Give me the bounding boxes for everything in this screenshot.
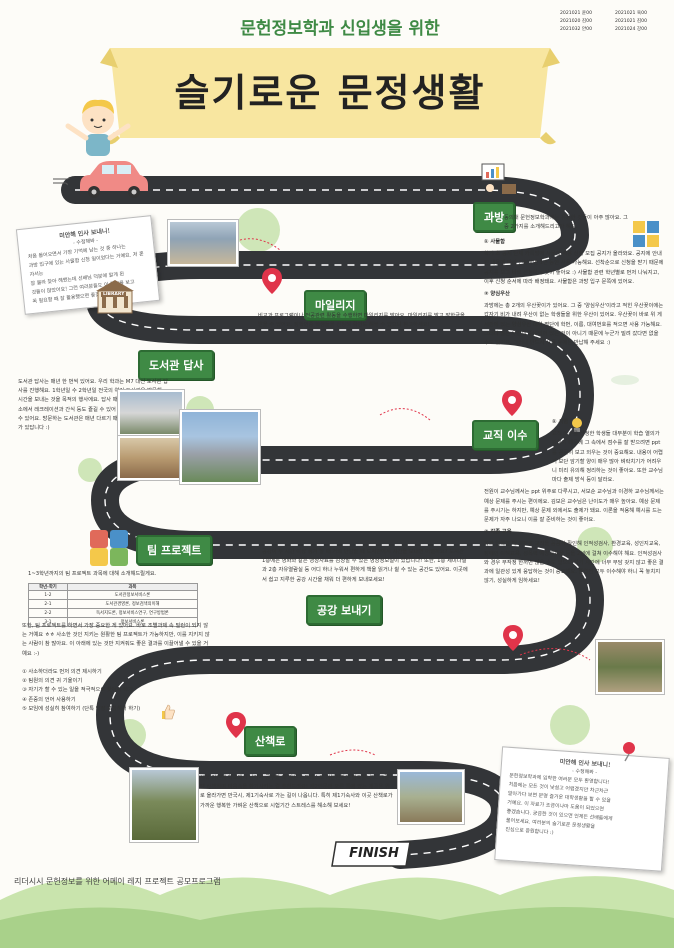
lockers-icon [633, 221, 659, 247]
teaching-course-professors-text: 전원이 교수님께서는 ppt 위주로 다루시고, 서보순 교수님과 이경하 교수… [484, 489, 664, 524]
library-photo-exterior [118, 390, 184, 436]
table-cell: 2-2 [28, 608, 68, 618]
team-project-text: 또한, 팀 프로젝트를 하면서 가장 중요한 게 있어요. 바로 조별과제 속 … [22, 623, 210, 657]
credit-item: 2021021 김00 [615, 19, 647, 24]
walking-trail-photo-left [130, 768, 198, 842]
club-room-photo [168, 220, 238, 266]
library-building-icon [96, 280, 134, 314]
left-sticky-note: 미안해 인사 보내니! - 수정해봐 - 처음 들어오면서 가장 기억에 남는 … [15, 215, 161, 315]
finish-label: FINISH [349, 846, 399, 861]
table-cell: 2-1 [28, 599, 68, 609]
teaching-course-text: ① 시험 교직 이수를 신청한 학생들 대부분이 학습 열의가 강하기 때문에 … [484, 418, 664, 589]
study-space-photo [596, 640, 664, 694]
table-header: 과목 [66, 583, 199, 591]
study-space-text: 공강이 두 시간 이상 생겨 할 때 거의 난감할 때 도서관에서 시간을 보내… [262, 549, 468, 583]
teaching-course-heading-exam: ① 시험 [552, 419, 569, 425]
title-banner [100, 48, 560, 145]
table-cell: 정보서비스론 [66, 617, 199, 627]
location-pin-icon [226, 712, 246, 738]
thumbs-up-icon [162, 704, 175, 720]
credit-item: 2021020 김00 [560, 19, 592, 24]
section-label-teaching-course[interactable]: 교직 이수 [472, 420, 539, 450]
location-pin-icon [502, 390, 522, 416]
walking-trail-text: 시험 기간에 학교에서 남아서 공부할 때 많은 스트레스로 기분전환이 필요합… [200, 775, 393, 809]
teaching-course-exam-text: 교직 이수를 신청한 학생들 대부분이 학습 열의가 강하기 때문에 그 속에서… [552, 431, 663, 484]
footer-caption: 리더시시 문헌정보를 위한 어메이 레지 프로젝트 공모프로그램 [14, 877, 221, 886]
rule-item: ④ 존중의 언어 사용하기 [22, 696, 76, 703]
teaching-course-training-text: 학과 입학할 때 의무로 교직을 꼼꼼히 확인해 인적성검사, 환경교육, 성인… [484, 541, 664, 585]
section-label-mileage[interactable]: 마일리지 [304, 290, 367, 320]
club-room-heading-lockers: ① 사물함 [484, 239, 505, 245]
section-label-team-project[interactable]: 팀 프로젝트 [136, 535, 213, 565]
library-visit-text: 도서관 답사는 매년 한 번씩 있어요. 우리 학과는 M7 대신 도서관 답사… [18, 379, 168, 432]
credit-item: 2021024 강00 [615, 27, 647, 32]
mileage-text: 비교과 프로그램이나 전공관련 활동을 수행하면 마일리지를 받아요. 마일리지… [258, 313, 465, 329]
library-photo-building [180, 410, 260, 484]
credit-item: 2021021 윤00 [560, 11, 592, 16]
rule-item: ② 팀원의 의견 귀 기울이기 [22, 678, 83, 685]
table-cell: 독서지도론, 정보서비스연구, 연구방법론 [66, 608, 199, 618]
library-photo-interior [118, 436, 184, 480]
credits-block: 2021021 윤00 2021021 육00 2021020 김00 2021… [560, 10, 670, 34]
table-header: 학년-학기 [28, 583, 68, 591]
puzzle-icon [90, 530, 128, 566]
location-pin-icon [503, 625, 523, 651]
walking-trail-photo-right [398, 770, 464, 824]
section-label-free-time[interactable]: 공강 보내기 [306, 595, 383, 625]
section-label-library-visit[interactable]: 도서관 답사 [138, 350, 215, 380]
rule-item: ⑤ 모임에 성실히 참여하기 (단톡 답장 포함해서 하기) [22, 705, 141, 712]
club-room-text: ① 사물함 학기 초 공지 단체 카톡방에 사물함 사용 신청 모집 공지가 올… [484, 238, 664, 351]
right-sticky-note: 미안해 인사 보내니! - 수정해봐 - 문헌정보학과에 입학한 여러분 모두 … [494, 746, 670, 872]
location-pin-icon [262, 268, 282, 294]
finish-flag-badge [331, 841, 411, 867]
club-room-umbrella-text: 과방에는 총 2개의 우산꽂이가 있어요. 그 중 '양심우산'이라고 적힌 우… [484, 303, 664, 347]
rule-item: ① 사소하더라도 먼저 의견 제시하기 [22, 669, 102, 675]
table-cell: 도서관정보서비스론 [66, 590, 199, 600]
credit-item: 2021021 육00 [615, 11, 647, 16]
section-label-walking-trail[interactable]: 산책로 [244, 726, 297, 756]
page-title: 슬기로운 문정생활 [174, 71, 486, 115]
library-sign: LIBRARY [101, 292, 127, 297]
section-label-club-room[interactable]: 과방 [473, 202, 516, 232]
car-icon [80, 161, 148, 198]
lightbulb-icon [572, 418, 582, 432]
table-cell: 1-2 [28, 590, 68, 600]
team-project-rules: ① 사소하더라도 먼저 의견 제시하기 ② 팀원의 의견 귀 기울이기 ③ 자기… [22, 668, 212, 714]
club-room-lockers-text: 학기 초 공지 단체 카톡방에 사물함 사용 신청 모집 공지가 올라와요. 공… [484, 251, 664, 285]
teaching-course-heading-training: ② 각종 교육 [484, 529, 512, 536]
club-room-icon [481, 163, 516, 194]
club-room-intro: 동의대 문헌정보학과에는 유용한 것들이 아주 많아요. 그 중 2가지를 소개… [504, 215, 628, 231]
credit-item: 2021032 안00 [560, 27, 592, 32]
table-cell: 도서관경영론, 정보검색의이해 [66, 599, 199, 609]
rule-item: ③ 자기가 할 수 있는 일을 적극적으로 찾아서 하기 [22, 687, 133, 694]
team-project-caption: 1~3학년까지의 팀 프로젝트 과목에 대해 소개해드릴게요. [28, 571, 157, 577]
wind-icon [53, 176, 70, 186]
student-character-illustration [65, 99, 131, 156]
header-subtitle: 문헌정보학과 신입생을 위한 [240, 19, 440, 39]
club-room-heading-umbrella: ② 양심우산 [484, 291, 510, 298]
push-pin-icon [623, 742, 635, 762]
